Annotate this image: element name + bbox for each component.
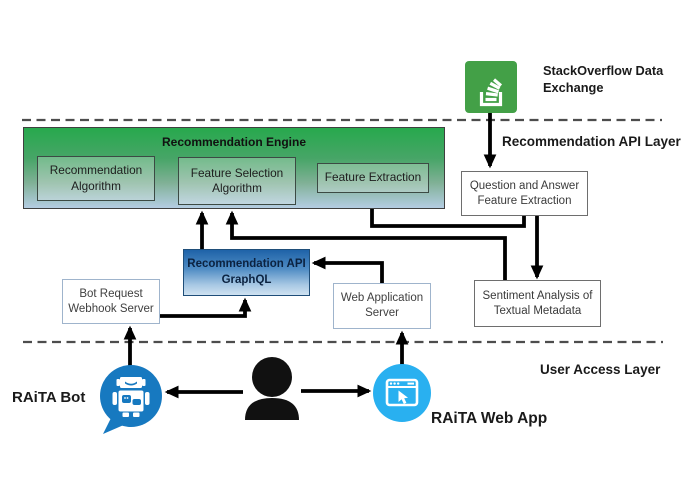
recommendation-api-layer-label: Recommendation API Layer (502, 134, 681, 149)
arrow-bot-server-to-graphql (160, 297, 252, 318)
bot-request-webhook-server-box: Bot Request Webhook Server (62, 279, 160, 324)
arrow-web-server-to-graphql (311, 256, 384, 283)
question-answer-feature-extraction-label: Question and Answer Feature Extraction (469, 179, 580, 207)
person-icon (245, 357, 299, 420)
feature-selection-algorithm-label: Feature Selection Algorithm (190, 165, 284, 195)
recommendation-algorithm-label: Recommendation Algorithm (49, 163, 143, 193)
raita-web-app-icon (373, 364, 431, 422)
bot-request-webhook-server-label: Bot Request Webhook Server (68, 287, 154, 315)
stackoverflow-label: StackOverflow Data Exchange (543, 63, 664, 95)
feature-extraction-label: Feature Extraction (324, 170, 422, 185)
feature-extraction-box: Feature Extraction (317, 163, 429, 193)
stackoverflow-icon (465, 61, 517, 113)
web-application-server-label: Web Application Server (340, 292, 424, 319)
question-answer-feature-extraction-box: Question and Answer Feature Extraction (461, 171, 588, 216)
recommendation-api-graphql-label: Recommendation API GraphQL (187, 257, 306, 286)
recommendation-engine-container: Recommendation Engine (23, 127, 445, 209)
recommendation-engine-title: Recommendation Engine (161, 135, 307, 149)
sentiment-analysis-label: Sentiment Analysis of Textual Metadata (482, 289, 593, 317)
recommendation-algorithm-box: Recommendation Algorithm (37, 156, 155, 201)
recommendation-api-graphql-box: Recommendation API GraphQL (183, 249, 310, 296)
web-application-server-box: Web Application Server (333, 283, 431, 329)
feature-selection-algorithm-box: Feature Selection Algorithm (178, 157, 296, 205)
raita-bot-icon (100, 365, 162, 434)
user-access-layer-label: User Access Layer (540, 362, 661, 377)
raita-web-app-label: RAiTA Web App (431, 410, 548, 427)
raita-bot-label: RAiTA Bot (12, 389, 86, 406)
sentiment-analysis-box: Sentiment Analysis of Textual Metadata (474, 280, 601, 327)
